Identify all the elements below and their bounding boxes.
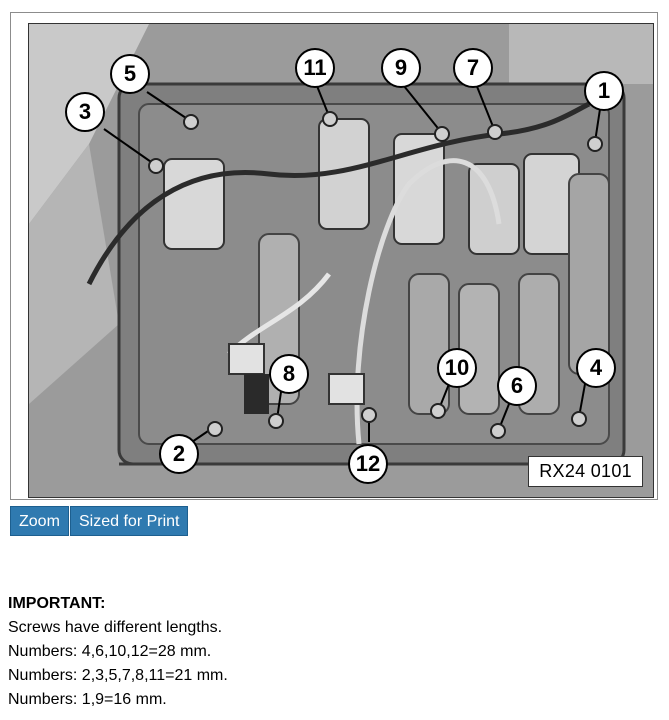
sized-for-print-button[interactable]: Sized for Print bbox=[70, 506, 189, 536]
callout-12: 12 bbox=[348, 444, 388, 484]
callout-6: 6 bbox=[497, 366, 537, 406]
callout-9: 9 bbox=[381, 48, 421, 88]
important-note: IMPORTANT: Screws have different lengths… bbox=[8, 592, 658, 712]
callout-2: 2 bbox=[159, 434, 199, 474]
callout-5: 5 bbox=[110, 54, 150, 94]
valve-body-illustration bbox=[29, 24, 653, 497]
callout-4: 4 bbox=[576, 348, 616, 388]
callout-10: 10 bbox=[437, 348, 477, 388]
note-heading: IMPORTANT: bbox=[8, 595, 106, 612]
callout-11: 11 bbox=[295, 48, 335, 88]
figure-reference-code: RX24 0101 bbox=[528, 456, 643, 487]
figure-frame: 1 2 3 4 5 6 7 8 9 10 11 12 RX24 0101 bbox=[10, 12, 658, 500]
callout-8: 8 bbox=[269, 354, 309, 394]
note-line: Screws have different lengths. bbox=[8, 619, 223, 636]
callout-3: 3 bbox=[65, 92, 105, 132]
callout-7: 7 bbox=[453, 48, 493, 88]
note-line: Numbers: 4,6,10,12=28 mm. bbox=[8, 643, 212, 660]
note-line: Numbers: 1,9=16 mm. bbox=[8, 691, 167, 708]
valve-body-photo: 1 2 3 4 5 6 7 8 9 10 11 12 RX24 0101 bbox=[28, 23, 654, 498]
note-line: Numbers: 2,3,5,7,8,11=21 mm. bbox=[8, 667, 228, 684]
zoom-button[interactable]: Zoom bbox=[10, 506, 69, 536]
callout-1: 1 bbox=[584, 71, 624, 111]
